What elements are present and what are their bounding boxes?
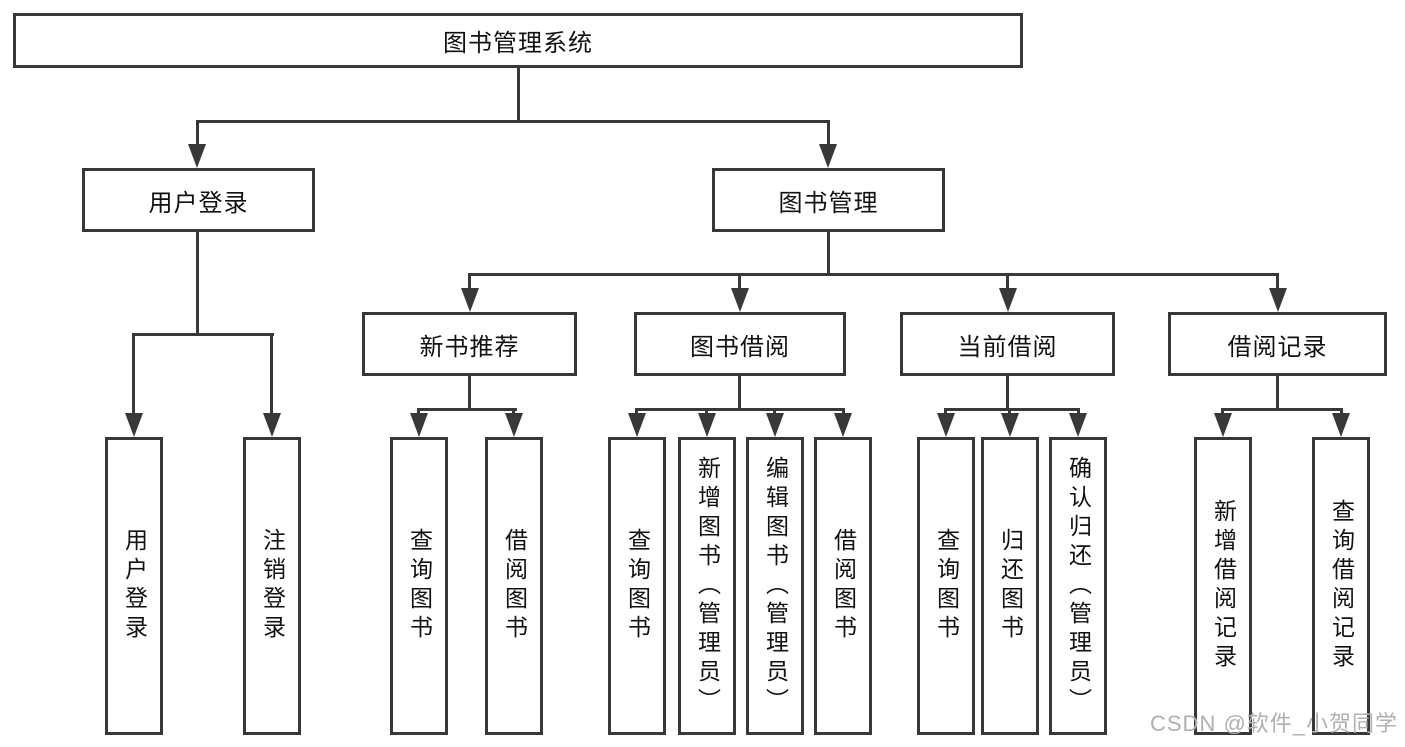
leaf-borrow-books-1: 借阅图书 [485, 437, 543, 735]
leaf-query-books-2: 查询图书 [608, 437, 666, 735]
connector-stem-new-book [468, 273, 471, 291]
leaf-label: 查询借阅记录 [1328, 499, 1355, 673]
connector-stem-borrow-records [1276, 273, 1279, 291]
leaf-borrow-books-2: 借阅图书 [814, 437, 872, 735]
leaf-query-books-3: 查询图书 [917, 437, 975, 735]
arrowhead-book-borrowing [731, 288, 749, 312]
arrowhead-leaf-logout [263, 413, 281, 437]
leaf-user-login: 用户登录 [105, 437, 163, 735]
node-new-book-recommend: 新书推荐 [362, 312, 577, 376]
arrowhead-book-management [819, 144, 837, 168]
node-root: 图书管理系统 [13, 13, 1023, 68]
connector-current-borrowing-branch [944, 408, 1080, 411]
arrowhead-query-books-1 [410, 413, 428, 437]
connector-level2-branch [196, 120, 830, 123]
arrowhead-borrow-records [1269, 288, 1287, 312]
node-current-borrowing: 当前借阅 [900, 312, 1115, 376]
leaf-label: 用户登录 [121, 528, 148, 644]
node-book-management: 图书管理 [712, 168, 945, 232]
leaf-label: 借阅图书 [501, 528, 528, 644]
connector-level3-branch [468, 273, 1279, 276]
leaf-add-borrow-record: 新增借阅记录 [1194, 437, 1252, 735]
leaf-label: 编辑图书（管理员） [762, 455, 789, 717]
leaf-label: 归还图书 [997, 528, 1024, 644]
arrowhead-query-books-2 [628, 413, 646, 437]
node-book-borrowing: 图书借阅 [634, 312, 846, 376]
connector-book-management-stub [827, 232, 830, 276]
connector-borrow-records-branch [1221, 408, 1342, 411]
arrowhead-confirm-return [1069, 413, 1087, 437]
leaf-add-books-admin: 新增图书（管理员） [678, 437, 736, 735]
connector-stem-current-borrowing [1006, 273, 1009, 291]
leaf-confirm-return-admin: 确认归还（管理员） [1049, 437, 1107, 735]
connector-stem-leaf-user-login [132, 333, 135, 415]
connector-user-login-stub [196, 232, 199, 336]
connector-stem-leaf-logout [270, 333, 273, 415]
arrowhead-borrow-books-2 [834, 413, 852, 437]
arrowhead-query-books-3 [937, 413, 955, 437]
arrowhead-user-login [188, 144, 206, 168]
connector-root-stub [517, 68, 520, 120]
connector-stem-user-login [196, 120, 199, 148]
leaf-label: 新增图书（管理员） [694, 455, 721, 717]
connector-current-borrowing-stub [1006, 376, 1009, 411]
leaf-logout: 注销登录 [243, 437, 301, 735]
leaf-label: 查询图书 [933, 528, 960, 644]
connector-user-login-branch [132, 333, 274, 336]
arrowhead-current-borrowing [999, 288, 1017, 312]
leaf-label: 新增借阅记录 [1210, 499, 1237, 673]
arrowhead-leaf-user-login [125, 413, 143, 437]
leaf-label: 确认归还（管理员） [1065, 455, 1092, 717]
connector-new-book-branch [417, 408, 517, 411]
leaf-label: 查询图书 [624, 528, 651, 644]
csdn-watermark: CSDN @软件_小贺同学 [1150, 711, 1399, 736]
connector-stem-book-borrowing [738, 273, 741, 291]
arrowhead-new-book [461, 288, 479, 312]
arrowhead-return-books [1001, 413, 1019, 437]
leaf-return-books: 归还图书 [981, 437, 1039, 735]
node-borrow-records: 借阅记录 [1168, 312, 1387, 376]
connector-new-book-stub [468, 376, 471, 411]
arrowhead-borrow-books-1 [505, 413, 523, 437]
leaf-edit-books-admin: 编辑图书（管理员） [746, 437, 804, 735]
leaf-label: 查询图书 [406, 528, 433, 644]
node-user-login: 用户登录 [82, 168, 315, 232]
leaf-query-books-1: 查询图书 [390, 437, 448, 735]
connector-stem-book-management [827, 120, 830, 148]
arrowhead-add-record [1214, 413, 1232, 437]
arrowhead-edit-books [766, 413, 784, 437]
leaf-label: 注销登录 [259, 528, 286, 644]
leaf-label: 借阅图书 [830, 528, 857, 644]
arrowhead-add-books [698, 413, 716, 437]
arrowhead-query-record [1332, 413, 1350, 437]
connector-borrow-records-stub [1276, 376, 1279, 411]
leaf-query-borrow-record: 查询借阅记录 [1312, 437, 1370, 735]
connector-book-borrowing-stub [738, 376, 741, 411]
connector-book-borrowing-branch [635, 408, 845, 411]
